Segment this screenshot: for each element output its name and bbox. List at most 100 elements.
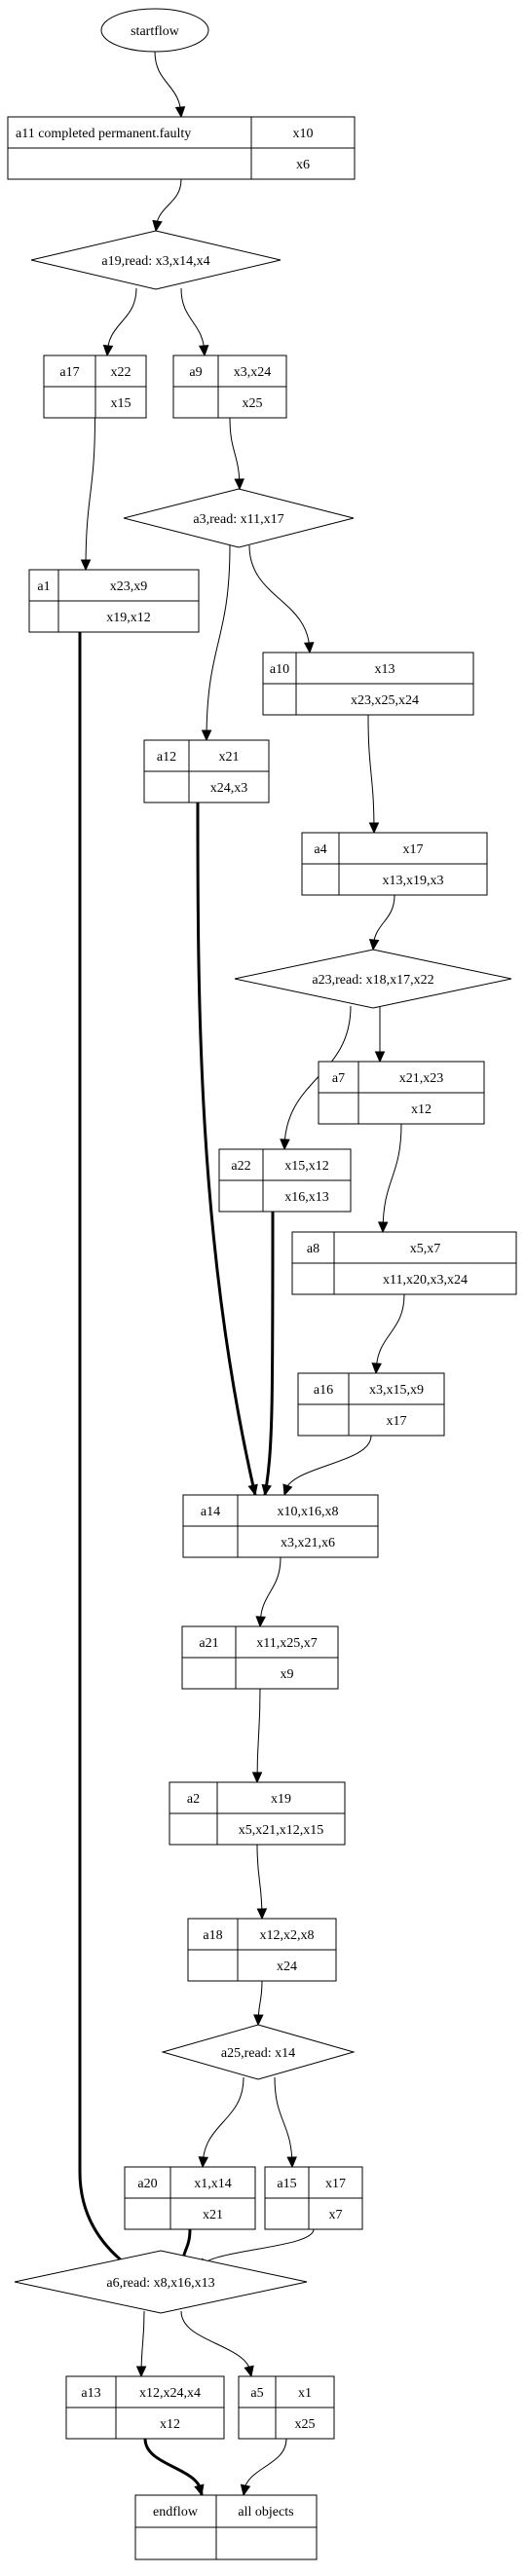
edge-a19-a17 <box>102 287 137 357</box>
action-outputs-a2: x19 <box>271 1792 291 1807</box>
edge-a12-a14 <box>196 802 258 1497</box>
edge-a10-a4 <box>367 714 380 835</box>
edge-a7-a8 <box>377 1123 402 1234</box>
edge-a25-a20 <box>198 2076 244 2169</box>
edge-start-a11 <box>154 51 186 119</box>
action-outputs-a15: x17 <box>325 2177 346 2191</box>
action-node-a10: a10 x13 x23,x25,x24 <box>262 652 474 716</box>
action-outputs-a14: x10,x16,x8 <box>278 1505 339 1519</box>
edge-a16-a14 <box>282 1435 372 1497</box>
action-label-a18: a18 <box>203 1928 222 1943</box>
action-node-a12: a12 x21 x24,x3 <box>143 739 270 803</box>
decision-node-a6: a6,read: x8,x16,x13 <box>14 2250 308 2314</box>
action-label-a12: a12 <box>157 750 176 765</box>
action-label-a2: a2 <box>187 1792 200 1807</box>
action-inputs-a2: x5,x21,x12,x15 <box>239 1823 324 1838</box>
action-label-a13: a13 <box>81 2386 100 2401</box>
action-node-a7: a7 x21,x23 x12 <box>318 1061 485 1125</box>
edge-a3-a12 <box>201 544 231 742</box>
edge-a22-a14 <box>261 1211 275 1497</box>
action-outputs-a18: x12,x2,x8 <box>260 1928 315 1943</box>
action-label-a1: a1 <box>37 579 50 594</box>
action-inputs-a10: x23,x25,x24 <box>351 693 419 708</box>
edge-a18-a25 <box>253 1980 264 2027</box>
action-outputs-a22: x15,x12 <box>284 1159 329 1174</box>
edge-a1-a6 <box>78 632 150 2281</box>
action-label-a7: a7 <box>332 1071 345 1086</box>
action-inputs-a12: x24,x3 <box>210 781 248 796</box>
decision-label-a19: a19,read: x3,x14,x4 <box>101 254 209 269</box>
action-inputs-a1: x19,x12 <box>106 611 151 625</box>
action-label-a11: a11 completed permanent.faulty <box>16 127 191 141</box>
end-note: all objects <box>238 2505 293 2520</box>
decision-label-a6: a6,read: x8,x16,x13 <box>106 2276 214 2291</box>
action-outputs-a9: x3,x24 <box>234 365 272 380</box>
edge-a25-a15 <box>274 2076 297 2169</box>
action-inputs-a15: x7 <box>329 2208 343 2222</box>
edge-a11-a19 <box>152 178 182 233</box>
edge-a8-a16 <box>371 1293 405 1375</box>
edge-a17-a1 <box>80 417 95 572</box>
action-label-a17: a17 <box>59 365 79 380</box>
action-outputs-a17: x22 <box>111 365 132 380</box>
decision-node-a3: a3,read: x11,x17 <box>123 488 355 548</box>
action-node-a18: a18 x12,x2,x8 x24 <box>187 1918 337 1982</box>
action-outputs-a10: x13 <box>375 662 395 677</box>
action-label-a20: a20 <box>137 2177 157 2191</box>
edge-a9-a3 <box>229 417 244 491</box>
edge-a23-a7 <box>374 1006 386 1064</box>
action-inputs-a20: x21 <box>203 2208 223 2222</box>
edge-a13-end <box>143 2438 205 2497</box>
edge-a21-a2 <box>251 1688 263 1784</box>
end-label: endflow <box>153 2505 199 2520</box>
action-outputs-a8: x5,x7 <box>410 1242 441 1256</box>
decision-label-a23: a23,read: x18,x17,x22 <box>312 973 433 988</box>
action-outputs-a7: x21,x23 <box>399 1071 444 1086</box>
action-outputs-a5: x1 <box>298 2386 312 2401</box>
action-inputs-a7: x12 <box>411 1102 432 1117</box>
edge-a6-a5 <box>180 2310 254 2378</box>
edge-a4-a23 <box>368 894 395 952</box>
action-inputs-a18: x24 <box>277 1960 297 1974</box>
action-label-a5: a5 <box>250 2386 263 2401</box>
action-label-a10: a10 <box>270 662 289 677</box>
end-node: endflow all objects <box>134 2494 318 2560</box>
action-label-a21: a21 <box>199 1636 218 1651</box>
action-outputs-a13: x12,x24,x4 <box>139 2386 201 2401</box>
action-inputs-a11: x6 <box>296 158 310 172</box>
action-node-a11: a11 completed permanent.faulty x10 x6 <box>7 116 356 180</box>
action-label-a4: a4 <box>314 842 326 857</box>
nodes-layer: a11 completed permanent.faulty x10 x6 a17 x2… <box>7 116 517 2440</box>
decision-node-a23: a23,read: x18,x17,x22 <box>234 949 512 1009</box>
action-outputs-a1: x23,x9 <box>110 579 148 594</box>
decision-node-a25: a25,read: x14 <box>161 2024 356 2080</box>
edge-a6-a13 <box>135 2310 147 2378</box>
action-outputs-a16: x3,x15,x9 <box>369 1383 424 1398</box>
action-outputs-a12: x21 <box>219 750 240 765</box>
edge-a19-a9 <box>180 287 209 357</box>
action-inputs-a16: x17 <box>387 1414 407 1429</box>
action-node-a2: a2 x19 x5,x21,x12,x15 <box>169 1781 346 1846</box>
action-label-a14: a14 <box>201 1505 220 1519</box>
decision-label-a3: a3,read: x11,x17 <box>193 512 283 527</box>
action-outputs-a11: x10 <box>293 127 314 141</box>
start-node: startflow <box>100 8 209 53</box>
start-label: startflow <box>131 24 180 39</box>
action-node-a1: a1 x23,x9 x19,x12 <box>28 569 200 633</box>
decision-node-a19: a19,read: x3,x14,x4 <box>30 230 282 290</box>
action-inputs-a17: x15 <box>111 396 132 411</box>
action-inputs-a5: x25 <box>295 2417 316 2432</box>
action-label-a16: a16 <box>314 1383 333 1398</box>
action-outputs-a4: x17 <box>403 842 424 857</box>
edge-a14-a21 <box>255 1556 282 1628</box>
action-label-a22: a22 <box>231 1159 250 1174</box>
